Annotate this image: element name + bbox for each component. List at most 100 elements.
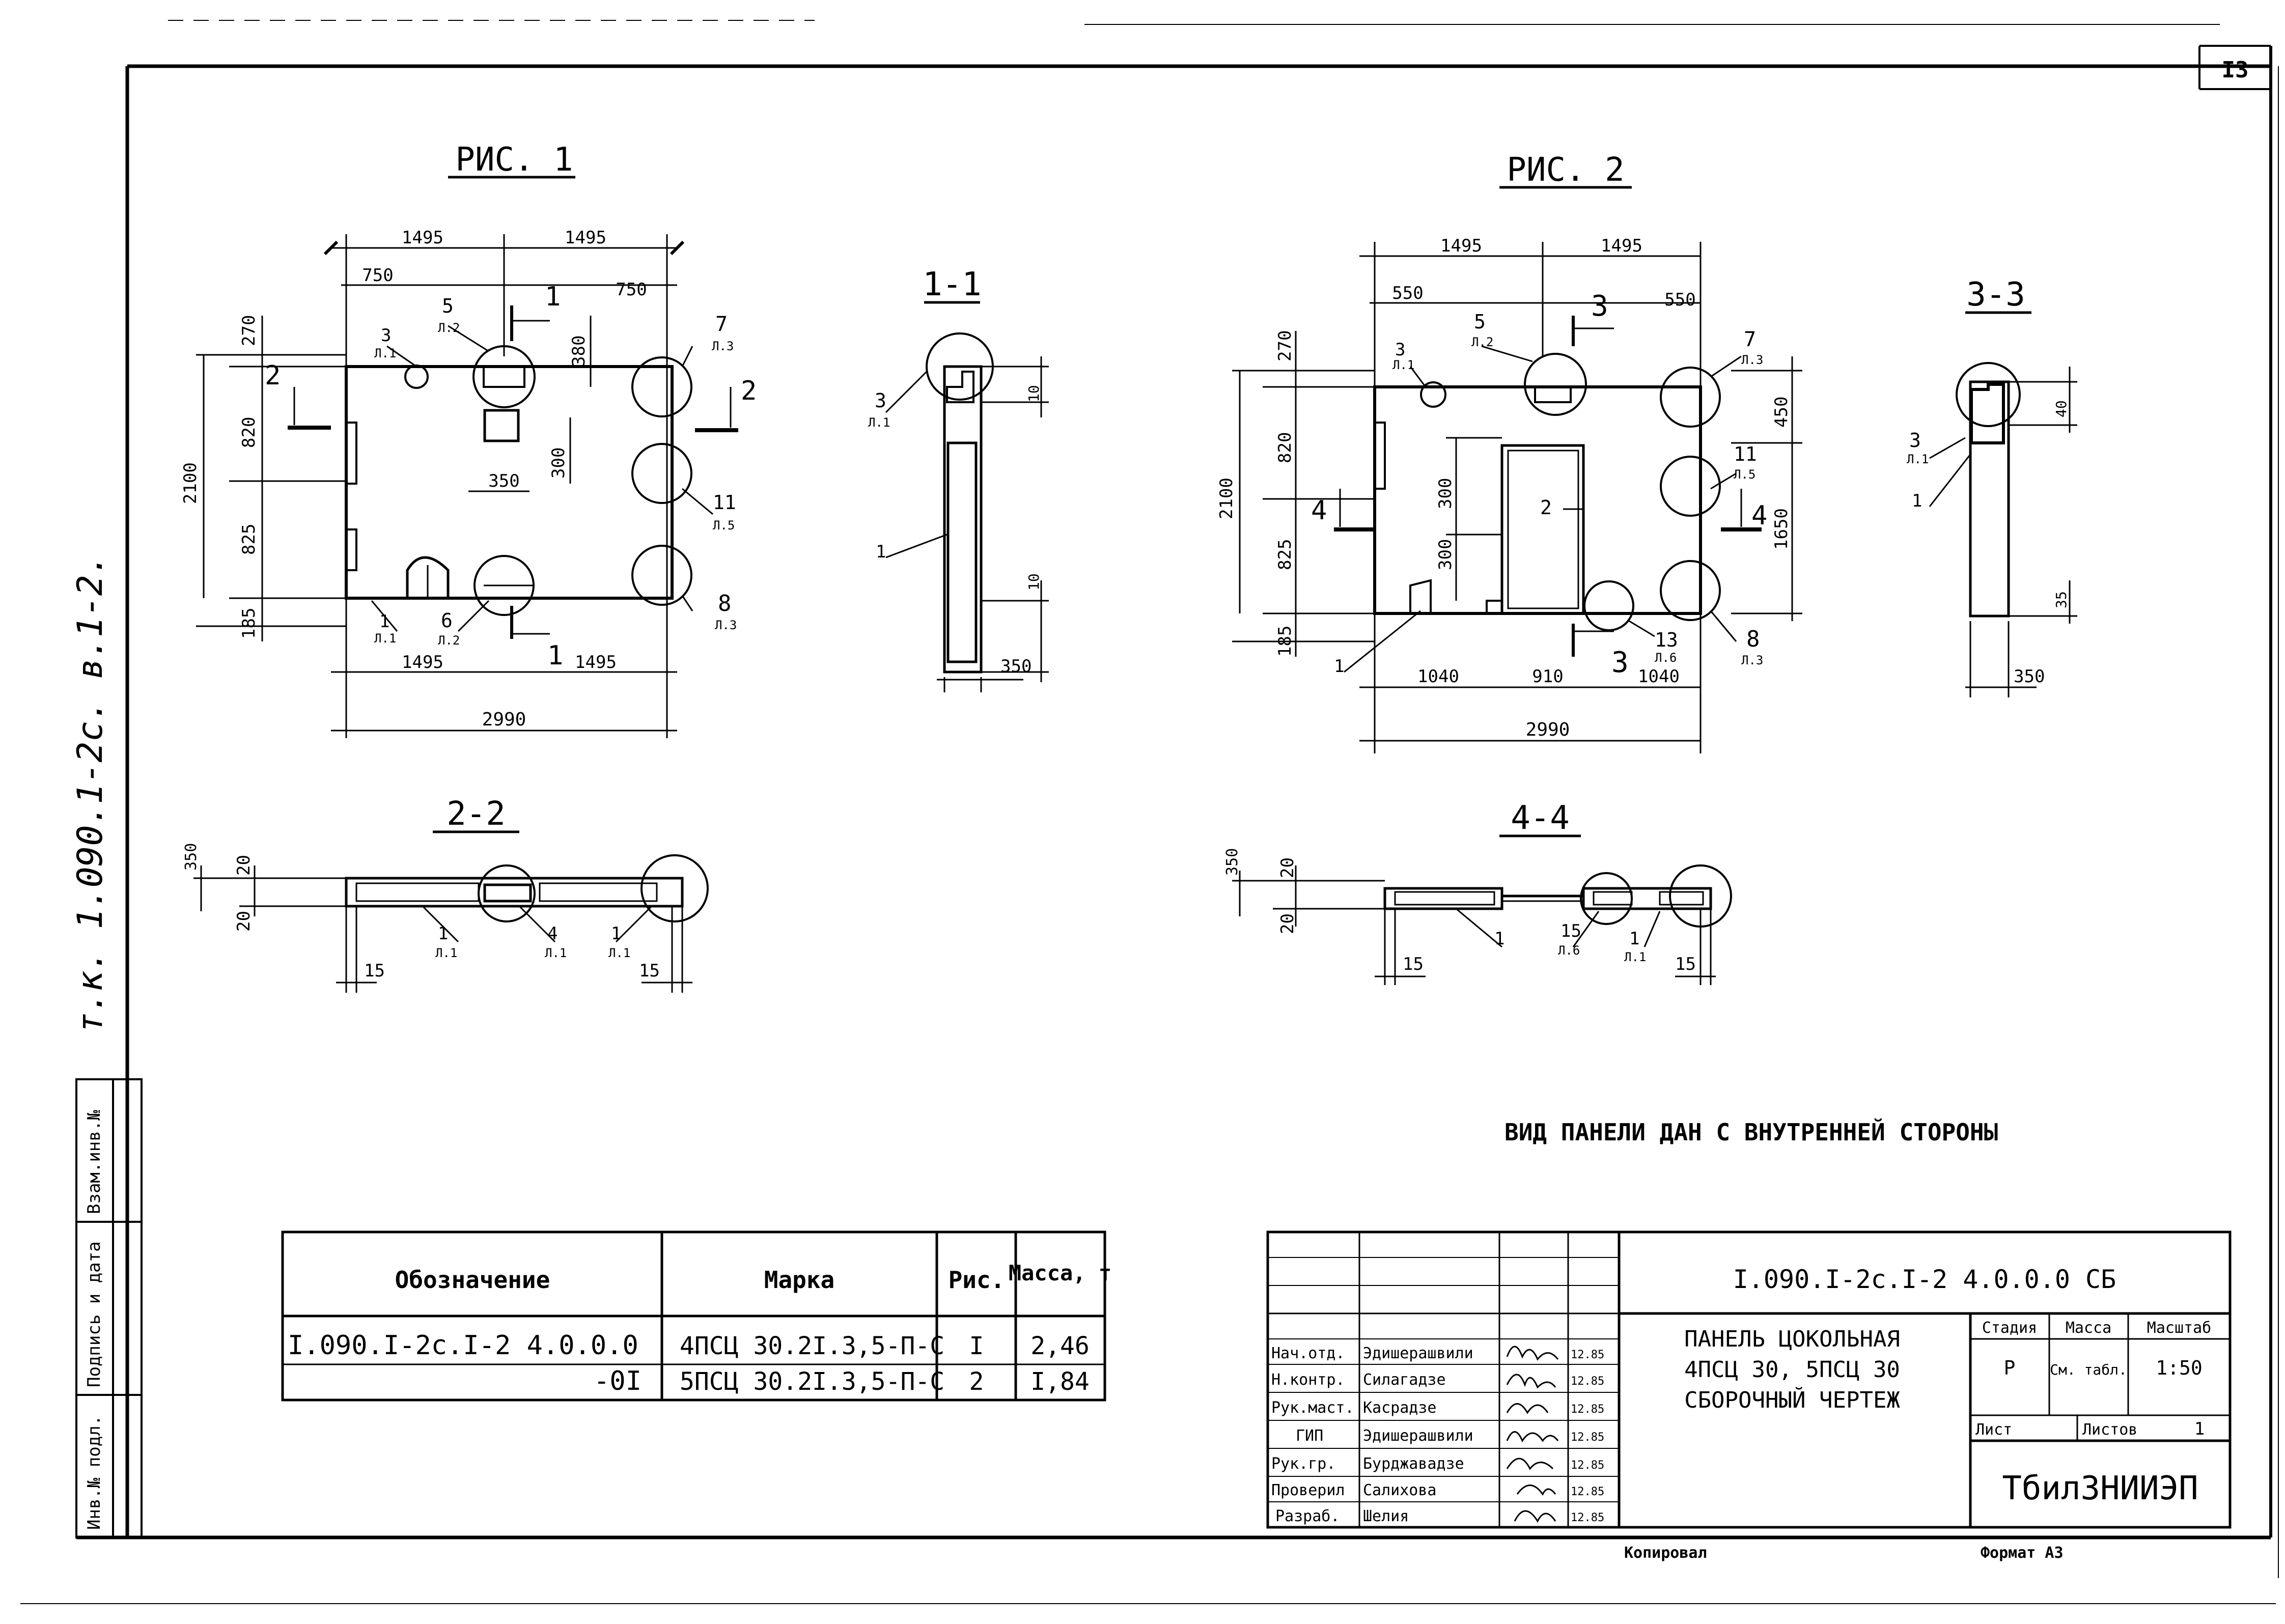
signer-role: ГИП <box>1296 1427 1323 1445</box>
sec44-callout-1b-sheet: Л.1 <box>1624 950 1646 964</box>
signer-role: Рук.гр. <box>1271 1455 1335 1473</box>
signer-date: 12.85 <box>1571 1511 1604 1524</box>
fig1-callout-11: 11 <box>713 491 736 514</box>
spec-header-fig: Рис. <box>949 1266 1005 1294</box>
fig2-callout-7-sheet: Л.3 <box>1741 353 1763 367</box>
fig1-dim-350: 350 <box>488 471 519 491</box>
signer-role: Разраб. <box>1275 1507 1340 1525</box>
fig1-dim-bottom-1495-a: 1495 <box>402 652 443 673</box>
fig2-dim-1040-a: 1040 <box>1417 666 1459 687</box>
fig2-dim-2990: 2990 <box>1526 719 1570 740</box>
fig2-dim-910: 910 <box>1532 666 1563 687</box>
title-block <box>1266 1230 2232 1529</box>
signer-name: Эдишерашвили <box>1363 1345 1473 1362</box>
mass-label: Масса <box>2066 1319 2111 1337</box>
signer-date: 12.85 <box>1571 1375 1604 1388</box>
fig2-callout-3-sheet: Л.1 <box>1392 358 1414 372</box>
fig2-detail-circles <box>1420 353 1721 631</box>
figure-1: РИС. 1 <box>180 141 757 738</box>
fig2-callout-13-sheet: Л.6 <box>1655 651 1677 665</box>
fig2-panel <box>1373 385 1702 615</box>
signer-name: Касрадзе <box>1363 1399 1437 1417</box>
fig1-callout-7-sheet: Л.3 <box>712 339 734 353</box>
fig2-callout-5: 5 <box>1474 311 1486 333</box>
side-stamp <box>75 1078 143 1538</box>
sec11-dim-350: 350 <box>1000 656 1032 677</box>
fig1-callout-3-sheet: Л.1 <box>374 346 396 360</box>
scale-label: Масштаб <box>2147 1319 2211 1337</box>
fig2-section-3-bottom: 3 <box>1611 646 1629 679</box>
sec44-title: 4-4 <box>1511 799 1570 837</box>
sec11-dim-10-a: 10 <box>1025 385 1042 402</box>
signer-date: 12.85 <box>1571 1403 1604 1416</box>
fig1-dim-750-a: 750 <box>362 265 393 286</box>
fig2-callout-11-sheet: Л.5 <box>1734 467 1755 482</box>
sec22-callout-1a: 1 <box>438 923 448 944</box>
fig2-dim-300-b: 300 <box>1435 539 1456 570</box>
fig2-section-marks <box>1334 316 1762 657</box>
sec11-callout-3-sheet: Л.1 <box>868 415 890 430</box>
signer-name: Силагадзе <box>1363 1371 1446 1389</box>
spec-row1-mass: 2,46 <box>1030 1332 1090 1360</box>
fig2-section-4-left: 4 <box>1311 495 1327 526</box>
sec11-callout-3: 3 <box>875 389 886 412</box>
fig2-callout-3: 3 <box>1395 340 1405 360</box>
organization: ТбилЗНИИЭП <box>2002 1470 2198 1507</box>
fig2-callout-8: 8 <box>1746 626 1760 652</box>
signer-role: Н.контр. <box>1271 1371 1345 1389</box>
fig1-callout-3: 3 <box>381 325 391 346</box>
sheet-number: I3 <box>2222 57 2249 83</box>
spec-row2-mass: I,84 <box>1030 1367 1090 1396</box>
sec44-dim-15-left: 15 <box>1403 954 1424 974</box>
fig2-callout-2: 2 <box>1540 496 1552 519</box>
fig2-title: РИС. 2 <box>1507 151 1624 189</box>
stage-label: Стадия <box>1982 1319 2037 1337</box>
fig2-dim-550-a: 550 <box>1392 283 1423 303</box>
fig1-callout-7: 7 <box>715 313 728 336</box>
spec-table <box>281 1230 1106 1402</box>
fig1-section-1-top: 1 <box>545 282 561 312</box>
signer-name: Эдишерашвили <box>1363 1427 1473 1445</box>
fig1-callout-5-sheet: Л.2 <box>438 321 460 335</box>
signer-name: Шелия <box>1363 1507 1409 1525</box>
fig2-callout-13: 13 <box>1655 629 1678 651</box>
sec44-dim-20-top: 20 <box>1277 857 1298 878</box>
sec22-dim-15-left: 15 <box>364 961 385 981</box>
stamp-replaced-inv: Взам.инв.№ <box>84 1110 104 1214</box>
mass-value: См. табл. <box>2050 1361 2127 1378</box>
spec-row1-designation: I.090.I-2с.I-2 4.0.0.0 <box>288 1330 638 1361</box>
fig1-section-2-left: 2 <box>265 360 281 391</box>
signer-date: 12.85 <box>1571 1349 1604 1361</box>
sec22-dim-20-top: 20 <box>234 855 254 876</box>
fig2-callout-11: 11 <box>1734 443 1757 465</box>
fig2-callout-1: 1 <box>1334 656 1344 677</box>
spec-header-mark: Марка <box>764 1266 834 1294</box>
sheet-frame <box>20 20 2279 1604</box>
fig1-dimension-lines <box>196 234 685 738</box>
sec11-callout-1: 1 <box>876 542 886 562</box>
fig2-dim-1040-b: 1040 <box>1638 666 1680 687</box>
spec-row1-fig: I <box>969 1332 984 1360</box>
fig1-dim-820: 820 <box>239 417 259 448</box>
signer-role: Рук.маст. <box>1271 1399 1354 1417</box>
signer-date: 12.85 <box>1571 1431 1604 1444</box>
fig1-title: РИС. 1 <box>455 141 573 179</box>
fig1-dim-2100: 2100 <box>180 462 201 504</box>
sec22-callout-1a-sheet: Л.1 <box>435 946 457 960</box>
sec22-dim-15-right: 15 <box>639 961 660 981</box>
fig1-callout-1: 1 <box>379 611 389 632</box>
fig1-section-1-bottom: 1 <box>547 640 563 671</box>
fig2-section-3-top: 3 <box>1591 290 1608 323</box>
sec44-callout-1b: 1 <box>1629 929 1639 949</box>
fig2-dim-450: 450 <box>1771 397 1792 428</box>
fig1-dim-2990: 2990 <box>482 709 526 730</box>
fig2-dim-185: 185 <box>1275 626 1295 657</box>
fig2-dim-1495-a: 1495 <box>1440 236 1482 256</box>
sec44-dim-15-right: 15 <box>1675 954 1696 974</box>
sec33-dim-40: 40 <box>2053 400 2070 417</box>
fig2-dim-2100: 2100 <box>1216 478 1237 519</box>
sec33-callout-3-sheet: Л.1 <box>1907 452 1929 466</box>
side-label: т.к. 1.090.1-2с. в.1-2. <box>70 554 110 1033</box>
fig1-dim-825: 825 <box>239 524 259 555</box>
fig1-section-2-right: 2 <box>741 376 757 406</box>
